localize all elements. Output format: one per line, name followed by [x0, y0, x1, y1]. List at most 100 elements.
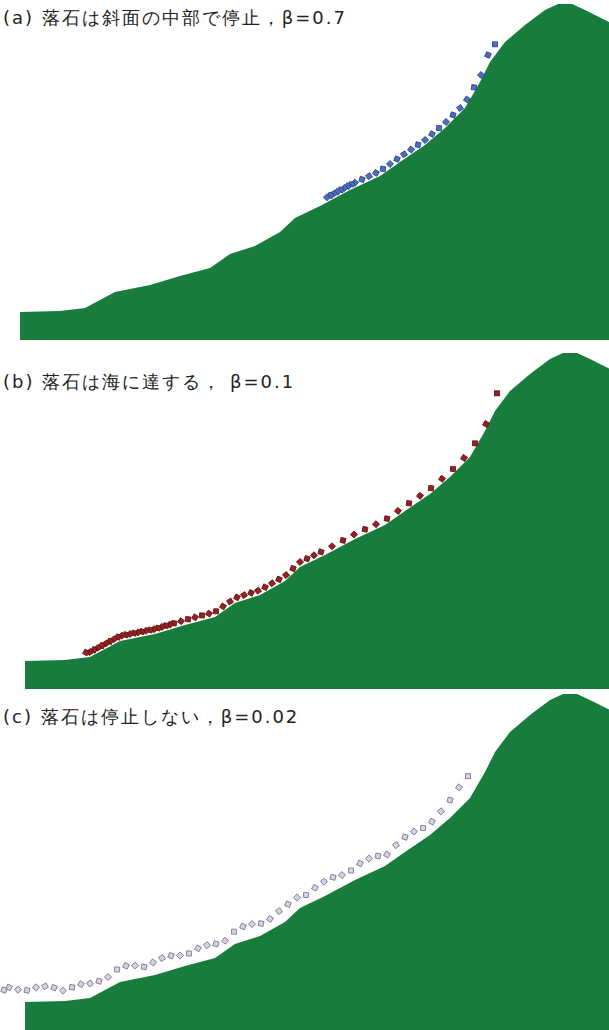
rock	[350, 531, 357, 538]
rock	[262, 584, 269, 591]
rock	[310, 552, 317, 559]
rock	[442, 118, 449, 125]
rock	[320, 878, 327, 885]
rock	[150, 959, 157, 966]
rock	[248, 590, 255, 597]
rock	[439, 475, 446, 482]
rock	[282, 572, 289, 579]
rock	[348, 868, 353, 873]
rock	[1, 987, 7, 993]
rock	[450, 112, 456, 118]
rock	[466, 774, 471, 779]
rock	[258, 921, 264, 927]
slope-a	[20, 4, 609, 340]
rock	[78, 981, 85, 988]
rock	[221, 937, 228, 944]
rock	[178, 618, 185, 625]
rock	[477, 71, 484, 78]
rock	[285, 901, 291, 907]
rocks	[1, 42, 500, 994]
rock	[206, 610, 213, 617]
rock	[447, 797, 453, 803]
rock	[123, 962, 130, 969]
rock	[323, 194, 330, 201]
rock	[186, 951, 192, 957]
rock	[318, 549, 324, 555]
rock	[328, 543, 335, 550]
rock	[83, 649, 90, 656]
rock	[293, 894, 300, 901]
rock	[340, 537, 346, 543]
rock	[176, 952, 183, 959]
rock	[195, 945, 202, 952]
rock	[402, 834, 408, 840]
rock	[493, 42, 498, 47]
rock	[450, 466, 455, 471]
rock	[437, 808, 444, 815]
rock	[276, 576, 283, 583]
rock	[362, 526, 368, 532]
rock	[338, 872, 345, 879]
rock	[213, 609, 218, 614]
rock	[14, 986, 21, 993]
rock	[248, 921, 255, 928]
rock	[410, 828, 417, 835]
slope-c	[25, 694, 609, 1030]
rock	[240, 923, 247, 930]
rock	[384, 851, 391, 858]
rock	[42, 983, 49, 990]
slope-b	[25, 353, 609, 689]
panel-caption: (c) 落石は停止しない，β=0.02	[3, 705, 299, 729]
rock	[428, 485, 433, 490]
rock	[394, 507, 401, 514]
rock	[104, 974, 111, 981]
rock	[421, 136, 428, 143]
rock	[380, 166, 386, 172]
rock	[87, 980, 94, 987]
rock	[59, 987, 66, 994]
rock	[436, 125, 441, 130]
rock	[199, 613, 204, 618]
rock	[141, 964, 147, 970]
rock	[372, 521, 379, 528]
rock	[365, 855, 372, 862]
rock	[393, 842, 400, 849]
rock	[357, 860, 364, 867]
rock	[408, 146, 415, 153]
rock	[168, 952, 174, 958]
rock	[457, 105, 464, 112]
rock	[429, 818, 436, 825]
rock	[276, 908, 283, 915]
rock	[416, 492, 423, 499]
rock	[375, 853, 381, 859]
rock	[255, 587, 262, 594]
rock	[384, 516, 390, 522]
rock	[51, 984, 58, 991]
rock	[227, 598, 234, 605]
rock	[483, 421, 490, 428]
rock	[455, 784, 462, 791]
rock	[330, 874, 336, 880]
rock	[231, 929, 236, 934]
rock	[495, 391, 500, 396]
rock	[69, 984, 75, 990]
rock	[241, 592, 248, 599]
rock	[359, 176, 365, 182]
rock	[267, 915, 274, 922]
rock	[114, 967, 119, 972]
rock	[366, 173, 373, 180]
rock	[394, 156, 401, 163]
rock	[401, 151, 408, 158]
panel-caption: (b) 落石は海に達する， β=0.1	[3, 370, 295, 394]
rock	[464, 96, 471, 103]
rock	[420, 825, 425, 830]
rock	[471, 85, 477, 91]
rock	[373, 169, 380, 176]
rock	[472, 441, 477, 446]
rock	[296, 558, 303, 565]
rock	[303, 892, 308, 897]
rock	[159, 955, 166, 962]
rock	[312, 884, 319, 891]
rock	[386, 160, 393, 167]
